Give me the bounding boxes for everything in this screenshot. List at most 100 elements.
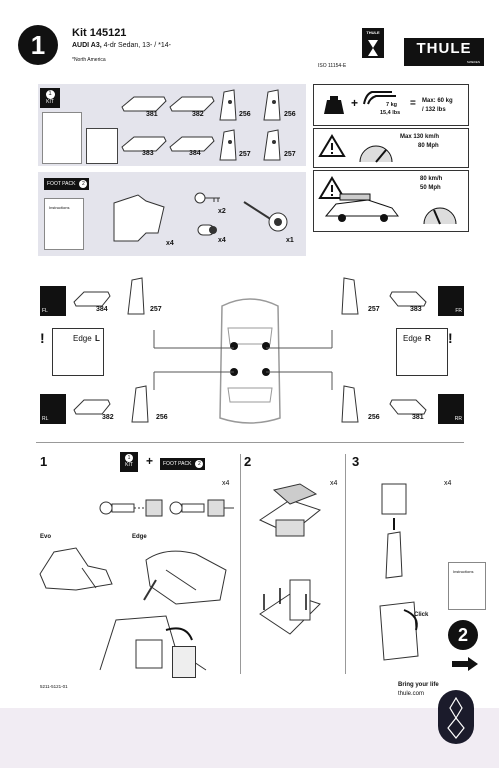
brand-logo: THULE SWEDEN [404,38,484,66]
fl-part-a: 384 [96,306,108,313]
step1-kit-num: 1 [125,454,133,462]
step-circle: 1 [18,25,58,65]
step1-kit-label: KIT [125,462,133,468]
step1-foot-badge: FOOT PACK 2 [160,458,206,470]
speed2-mph: 50 Mph [420,185,441,191]
badge-text: THULE [366,30,380,35]
rl-tag: RL [40,394,66,424]
kit-vehicle-thumb [86,128,118,164]
edge-l-letter: L [95,334,100,343]
step3-bracket-icon [381,483,407,579]
qty-keys: x2 [218,208,226,215]
speedometer-icon [359,145,393,163]
kit-instruction-thumb [42,112,82,164]
thule-badge: THULE [362,28,384,58]
click-label: Click [414,612,429,618]
speed2-kmh: 80 km/h [420,176,443,182]
fr-tag-text: FR [455,308,462,314]
region-note: *North America [72,57,106,63]
rr-tag-text: RR [454,416,462,422]
step1-x4: x4 [222,480,230,487]
step1-foot-num: 2 [195,460,204,468]
foot-on-car-icon [99,615,207,671]
edge-l-box: Edge L [52,328,104,376]
edge-r-text: Edge [403,334,422,343]
kit-badge: 1 KIT [40,88,60,108]
edge-r-box: Edge R [396,328,448,376]
brand-sub: SWEDEN [466,60,480,64]
step2-bracket-icon [259,579,321,635]
rl-tag-text: RL [42,416,49,422]
warning-icon [318,134,346,157]
rr-pad-icon [389,399,427,415]
step3-instructions: Instructions [448,562,486,610]
roof-bar-icon [363,91,396,105]
pad-382-icon [169,96,215,112]
foot-pack-instructions: Instructions [44,198,84,250]
position-lines [153,330,333,390]
speedometer-icon-2 [423,207,457,225]
max-speed-mph: 80 Mph [418,143,439,149]
fl-bracket-icon [127,277,145,315]
evo-foot-icon [39,547,113,591]
brand-name: THULE [416,40,472,57]
vehicle-make-model: AUDI A3, [72,42,102,49]
car-top-view [219,298,281,424]
foot-pack-num: 2 [79,180,88,188]
part-382: 382 [192,111,204,118]
fr-part-a: 257 [368,306,380,313]
step2-x4: x4 [330,480,338,487]
qty-locks: x4 [218,237,226,244]
step-3-number: 3 [352,454,360,469]
edge-l-warning: ! [40,330,45,346]
step3-x4: x4 [444,480,452,487]
part-383: 383 [142,150,154,157]
edge-r-letter: R [425,334,431,343]
step-divider-2 [345,454,346,674]
car-load-icon [324,193,399,222]
evo-label: Evo [40,534,52,540]
key-icon [194,192,220,204]
load-plus: + [351,96,359,110]
rl-bracket-icon [131,385,149,423]
slogan: Bring your life [398,682,439,688]
step3-click-icon [379,601,419,661]
next-arrow-icon [452,657,478,671]
rr-part-a: 256 [368,414,380,421]
step3-instructions-text: Instructions [453,569,474,574]
warning-icon-2 [318,176,346,199]
doc-code: 5211-5121-01 [40,684,68,689]
step1-kit-badge: 1 KIT [120,452,138,472]
step-1-number: 1 [40,454,48,469]
pad-384-icon [169,136,215,152]
fl-pad-icon [73,291,111,307]
step-2-number: 2 [244,454,252,469]
edge-r-warning: ! [448,330,453,346]
rr-tag: RR [438,394,464,424]
rl-pad-icon [73,399,111,415]
section-divider [36,442,464,443]
step1-plus: + [146,454,154,468]
emblem-icon [447,696,465,739]
fr-part-b: 383 [410,306,422,313]
part-257b: 257 [284,151,296,158]
fr-pad-icon [389,291,427,307]
lock-assembly-icon [99,499,234,517]
fr-bracket-icon [341,277,359,315]
foot-pack-label: FOOT PACK [47,181,76,187]
load-max-lbs: / 132 lbs [422,107,446,113]
part-256a: 256 [239,111,251,118]
kit-num: 1 [45,90,55,99]
bracket-257b-icon [263,129,281,161]
tool-icon [243,201,288,232]
step2-pad-insert-icon [258,483,322,537]
instructions-text: Instructions [49,205,70,210]
lock-cylinder-icon [197,224,217,236]
qty-tool: x1 [286,237,294,244]
next-step-circle: 2 [448,620,478,650]
load-max-kg: Max: 60 kg [422,98,453,104]
kit-title: Kit 145121 [72,27,127,39]
max-speed-kmh: Max 130 km/h [400,134,440,140]
load-weight-kg: 7 kg [386,102,398,108]
step-divider-1 [240,454,241,674]
